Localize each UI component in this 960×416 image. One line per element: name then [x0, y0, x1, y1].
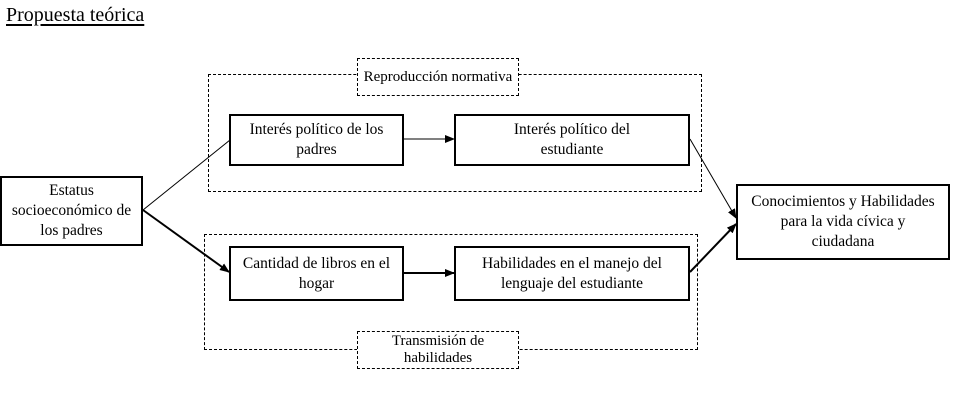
node-language-text: Habilidades en el manejo del lenguaje de…: [482, 254, 662, 292]
group-label-reproduction: Reproducción normativa: [357, 58, 519, 96]
group-label-reproduction-text: Reproducción normativa: [363, 68, 513, 85]
edge-language-to-outcome: [689, 223, 737, 273]
group-label-transmission: Transmisión de habilidades: [357, 331, 519, 369]
node-parents-interest: Interés político de los padres: [229, 114, 404, 166]
edge-ses-to-books: [142, 209, 230, 273]
node-language: Habilidades en el manejo del lenguaje de…: [454, 246, 690, 301]
node-outcome: Conocimientos y Habilidades para la vida…: [736, 184, 950, 260]
edge-ses-to-parents-interest: [142, 139, 231, 211]
page-title: Propuesta teórica: [6, 4, 145, 26]
group-label-transmission-text: Transmisión de habilidades: [391, 333, 485, 366]
node-ses: Estatus socioeconómico de los padres: [0, 176, 143, 246]
node-student-interest-text: Interés político del estudiante: [513, 121, 631, 158]
node-parents-interest-text: Interés político de los padres: [249, 121, 384, 158]
node-ses-text: Estatus socioeconómico de los padres: [11, 182, 132, 239]
edge-student-interest-to-outcome: [689, 138, 737, 219]
node-books: Cantidad de libros en el hogar: [229, 246, 404, 301]
node-books-text: Cantidad de libros en el hogar: [242, 254, 391, 292]
node-outcome-text: Conocimientos y Habilidades para la vida…: [751, 193, 935, 250]
node-student-interest: Interés político del estudiante: [454, 114, 690, 166]
